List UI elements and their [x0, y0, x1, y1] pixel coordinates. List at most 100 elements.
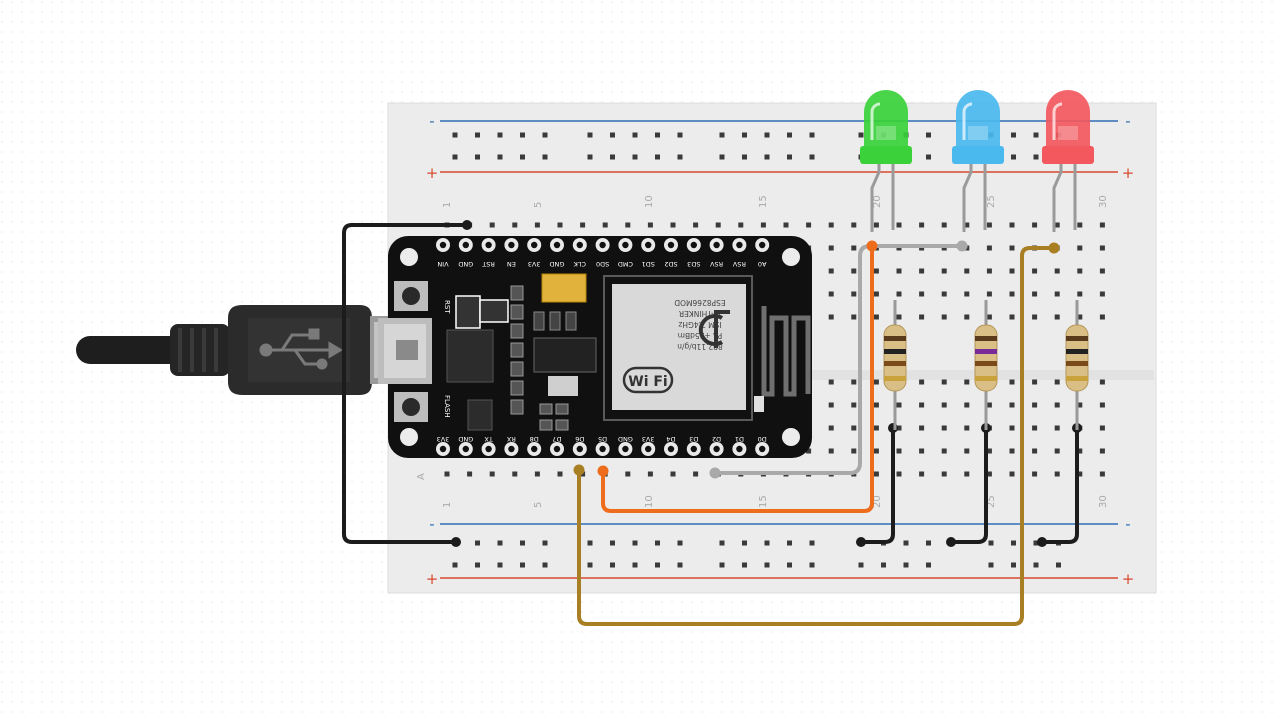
- header-pin-hole: [599, 445, 606, 453]
- terminal-hole: [896, 402, 902, 408]
- terminal-hole: [1009, 379, 1015, 385]
- header-pin-hole: [759, 241, 766, 249]
- wires-back: [342, 223, 1056, 626]
- rail-hole: [632, 132, 638, 138]
- terminal-hole: [557, 471, 563, 477]
- rail-hole: [497, 562, 503, 568]
- rail-hole: [988, 540, 994, 546]
- rail-minus-label: -: [1125, 515, 1130, 533]
- terminal-hole: [580, 222, 586, 228]
- terminal-hole: [941, 471, 947, 477]
- pin-label: SD3: [687, 260, 700, 268]
- header-pin-hole: [508, 241, 515, 249]
- rail-hole: [742, 540, 747, 546]
- terminal-hole: [1009, 268, 1015, 274]
- terminal-hole: [534, 222, 540, 228]
- rail-hole: [677, 132, 683, 138]
- rail-hole: [787, 132, 792, 138]
- voltage-regulator: [533, 337, 597, 373]
- wifi-logo: Wi Fi: [622, 366, 674, 394]
- terminal-hole: [873, 448, 879, 454]
- rail-hole: [497, 132, 503, 138]
- terminal-hole: [1032, 222, 1038, 228]
- wire-end: [462, 220, 472, 230]
- terminal-hole: [1054, 471, 1060, 477]
- terminal-hole: [1077, 402, 1083, 408]
- fcc-logo: [698, 310, 730, 348]
- terminal-hole: [986, 245, 992, 251]
- header-pin-hole: [485, 241, 492, 249]
- black-led-ground-wire: [1040, 426, 1079, 544]
- led-die: [968, 126, 988, 140]
- header-pin-hole: [508, 445, 515, 453]
- terminal-hole: [1054, 268, 1060, 274]
- rail-hole: [742, 154, 747, 160]
- header-pin-hole: [576, 445, 583, 453]
- terminal-hole: [828, 291, 834, 297]
- terminal-hole: [1077, 448, 1083, 454]
- terminal-hole: [1032, 291, 1038, 297]
- terminal-hole: [896, 222, 902, 228]
- header-pin-hole: [645, 445, 652, 453]
- terminal-hole: [851, 314, 857, 320]
- terminal-hole: [941, 291, 947, 297]
- terminal-hole: [806, 448, 812, 454]
- terminal-hole: [828, 448, 834, 454]
- terminal-hole: [1099, 425, 1105, 431]
- terminal-hole: [1032, 402, 1038, 408]
- pin-label: A0: [758, 260, 767, 268]
- usb-cable-ridge: [178, 328, 182, 372]
- orange-signal-wire: [601, 244, 874, 513]
- pin-label: RST: [482, 260, 495, 268]
- terminal-hole: [964, 448, 970, 454]
- rail-hole: [632, 540, 638, 546]
- wifi-logo-text: Wi Fi: [628, 374, 667, 390]
- rail-hole: [610, 540, 615, 546]
- led-blue: [952, 90, 1004, 232]
- header-pin-hole: [622, 445, 629, 453]
- rail-minus-label: -: [429, 515, 434, 533]
- pin-label: RSV: [732, 260, 746, 268]
- terminal-hole: [1032, 425, 1038, 431]
- terminal-hole: [941, 268, 947, 274]
- terminal-hole: [964, 379, 970, 385]
- terminal-hole: [670, 222, 676, 228]
- column-number: 10: [644, 495, 655, 508]
- terminal-hole: [964, 314, 970, 320]
- rail-hole: [610, 132, 615, 138]
- rail-minus-label: -: [429, 112, 434, 130]
- rail-hole: [1033, 540, 1039, 546]
- terminal-hole: [1099, 448, 1105, 454]
- terminal-hole: [986, 291, 992, 297]
- resistor-green-led: [883, 300, 907, 430]
- terminal-hole: [1099, 222, 1105, 228]
- terminal-hole: [986, 314, 992, 320]
- terminal-hole: [444, 471, 450, 477]
- terminal-hole: [693, 222, 699, 228]
- rail-hole: [475, 540, 480, 546]
- led-leg-short: [870, 160, 881, 232]
- flash-label: FLASH: [443, 395, 451, 418]
- terminal-hole: [1032, 448, 1038, 454]
- rail-hole: [520, 562, 525, 568]
- column-number: 15: [758, 195, 769, 208]
- column-number: 1: [442, 202, 453, 208]
- terminal-hole: [873, 425, 879, 431]
- header-pin-hole: [736, 445, 743, 453]
- rail-hole: [677, 540, 683, 546]
- pin-label: D5: [598, 435, 607, 443]
- pin-label: GND: [550, 260, 565, 268]
- rst-label: RST: [443, 300, 451, 314]
- terminal-hole: [647, 471, 653, 477]
- pin-label: CLK: [573, 260, 586, 268]
- rail-hole: [542, 132, 548, 138]
- rail-hole: [926, 540, 931, 546]
- terminal-hole: [986, 222, 992, 228]
- smd-part: [510, 380, 524, 396]
- terminal-hole: [783, 222, 789, 228]
- terminal-hole: [896, 425, 902, 431]
- terminal-hole: [919, 425, 925, 431]
- led-highlight: [870, 102, 881, 140]
- header-pins: [436, 238, 770, 456]
